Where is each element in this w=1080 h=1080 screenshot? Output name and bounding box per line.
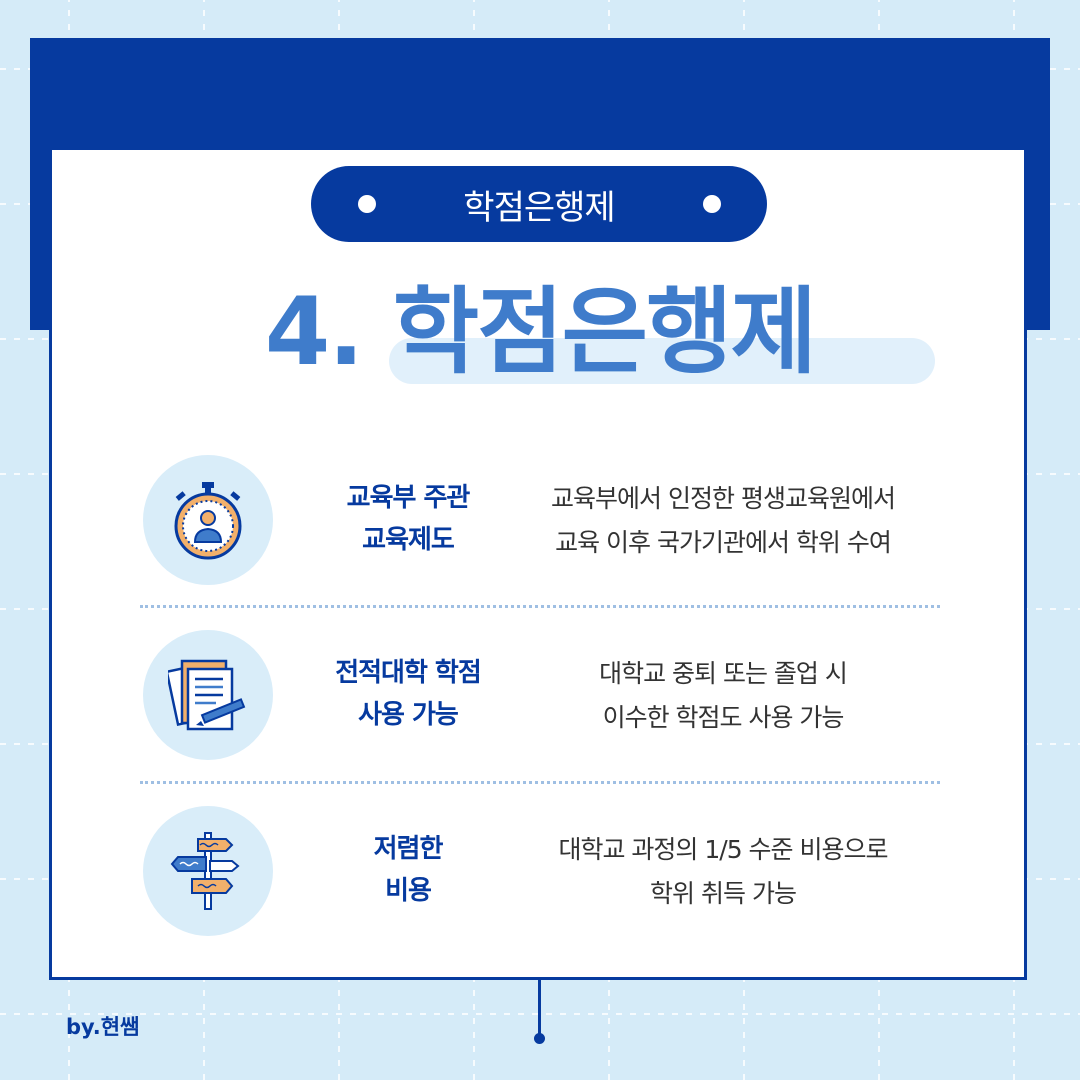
row-divider bbox=[140, 781, 940, 784]
author-signature: by.현쌤 bbox=[66, 1015, 140, 1039]
feature-label-line: 전적대학 학점 bbox=[335, 658, 482, 688]
feature-label-line: 교육제도 bbox=[362, 525, 455, 555]
category-pill-label: 학점은행제 bbox=[463, 187, 615, 228]
icon-circle bbox=[143, 455, 273, 585]
feature-label: 전적대학 학점 사용 가능 bbox=[303, 652, 513, 736]
feature-label: 저렴한 비용 bbox=[303, 828, 513, 912]
pill-dot-left bbox=[358, 195, 376, 213]
feature-label-line: 사용 가능 bbox=[358, 700, 459, 730]
feature-row: 전적대학 학점 사용 가능 대학교 중퇴 또는 졸업 시 이수한 학점도 사용 … bbox=[143, 630, 943, 760]
feature-description-line: 대학교 중퇴 또는 졸업 시 bbox=[599, 659, 848, 688]
feature-description-line: 이수한 학점도 사용 가능 bbox=[602, 703, 845, 732]
feature-description: 대학교 중퇴 또는 졸업 시 이수한 학점도 사용 가능 bbox=[508, 652, 938, 740]
category-pill: 학점은행제 bbox=[311, 166, 767, 242]
footer-stem bbox=[538, 980, 541, 1038]
row-divider bbox=[140, 605, 940, 608]
feature-label: 교육부 주관 교육제도 bbox=[303, 477, 513, 561]
icon-circle bbox=[143, 806, 273, 936]
feature-row: 교육부 주관 교육제도 교육부에서 인정한 평생교육원에서 교육 이후 국가기관… bbox=[143, 455, 943, 585]
feature-description: 대학교 과정의 1/5 수준 비용으로 학위 취득 가능 bbox=[508, 828, 938, 916]
signpost-icon bbox=[170, 832, 240, 910]
title-highlight bbox=[389, 338, 935, 384]
stopwatch-person-icon bbox=[174, 482, 242, 560]
feature-row: 저렴한 비용 대학교 과정의 1/5 수준 비용으로 학위 취득 가능 bbox=[143, 806, 943, 936]
feature-description-line: 교육부에서 인정한 평생교육원에서 bbox=[551, 484, 896, 513]
feature-label-line: 교육부 주관 bbox=[346, 483, 471, 513]
feature-description-line: 교육 이후 국가기관에서 학위 수여 bbox=[555, 528, 892, 557]
icon-circle bbox=[143, 630, 273, 760]
feature-description-line: 학위 취득 가능 bbox=[650, 879, 797, 908]
pill-dot-right bbox=[703, 195, 721, 213]
feature-description: 교육부에서 인정한 평생교육원에서 교육 이후 국가기관에서 학위 수여 bbox=[508, 477, 938, 565]
feature-description-line: 대학교 과정의 1/5 수준 비용으로 bbox=[558, 835, 888, 864]
documents-pen-icon bbox=[168, 659, 246, 731]
page-title: 4. 학점은행제 bbox=[264, 278, 817, 387]
footer-stem-dot bbox=[534, 1033, 545, 1044]
feature-label-line: 비용 bbox=[385, 876, 432, 906]
feature-label-line: 저렴한 bbox=[373, 834, 444, 864]
